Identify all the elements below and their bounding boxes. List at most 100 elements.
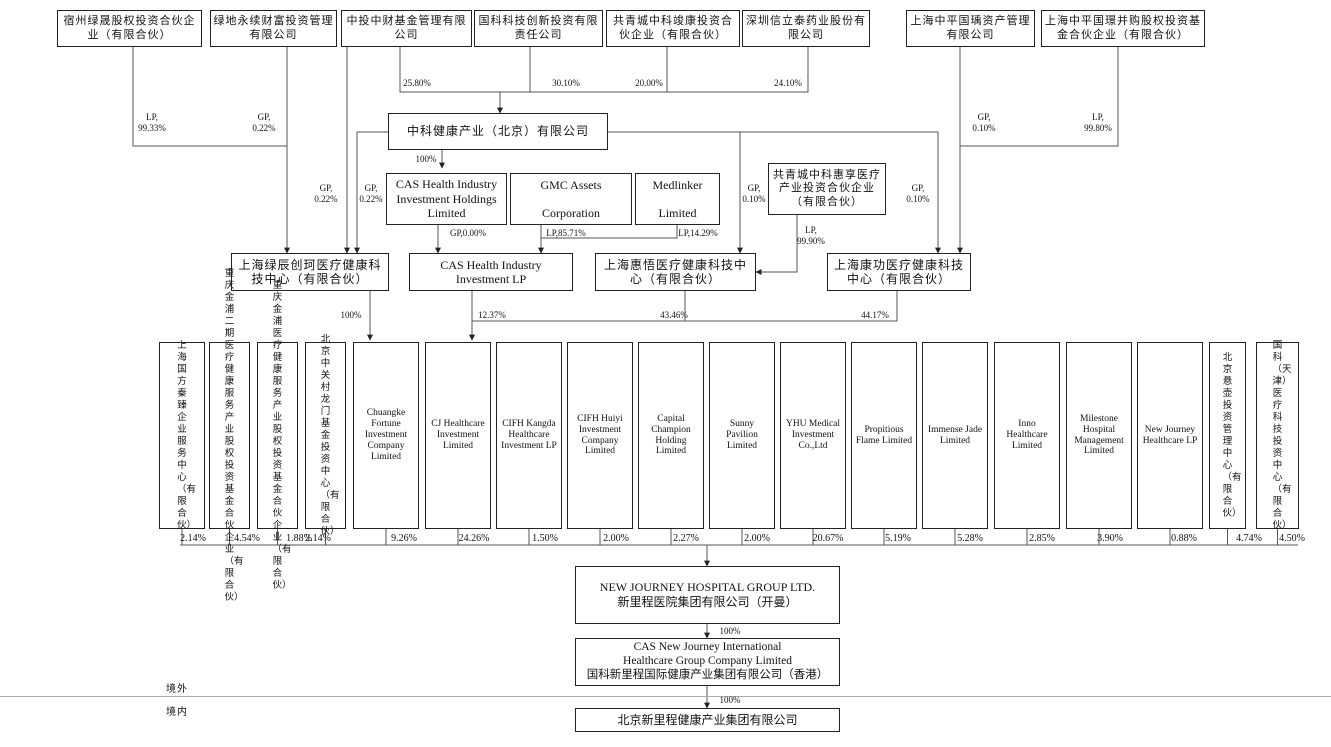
shareholder-name: Immense Jade Limited — [927, 424, 983, 446]
shareholder-name: Capital Champion Holding Limited — [651, 413, 691, 457]
shareholder-box: Propitious Flame Limited — [851, 342, 917, 529]
shanghai-lvchen-chuangke-box: 上海绿辰创珂医疗健康科技中心（有限合伙） — [231, 253, 389, 291]
new-journey-group-box: NEW JOURNEY HOSPITAL GROUP LTD. 新里程医院集团有… — [575, 566, 840, 624]
shareholder-box: Inno Healthcare Limited — [994, 342, 1060, 529]
shareholder-pct: 4.54% — [234, 533, 260, 544]
shareholder-box: 重庆金浦二期医疗健康服务产业股权投资基金合伙企业（有限合伙） — [209, 269, 250, 603]
edge-label-20-00: 20.00% — [635, 78, 663, 88]
shareholder-name: Chuangke Fortune Investment Company Limi… — [364, 408, 408, 462]
shareholder-name: Propitious Flame Limited — [855, 424, 913, 446]
gongqingcheng-junkang-box: 共青城中科竣康投资合伙企业（有限合伙） — [606, 10, 740, 47]
edge-label-lp-99-80: LP, 99.80% — [1084, 112, 1112, 134]
gongqingcheng-huixiang-label: 共青城中科惠享医疗产业投资合伙企业（有限合伙） — [773, 169, 881, 208]
beijing-new-journey-box: 北京新里程健康产业集团有限公司 — [575, 708, 840, 732]
zhongke-health-label: 中科健康产业（北京）有限公司 — [406, 124, 589, 139]
shareholder-pct: 4.50% — [1279, 533, 1305, 544]
cas-new-journey-intl-box: CAS New Journey International Healthcare… — [575, 638, 840, 686]
shanghai-zhongping-guoying-label: 上海中平国瑀资产管理有限公司 — [910, 15, 1031, 41]
shareholder-pct: 1.50% — [532, 533, 558, 544]
shareholder-name: Inno Healthcare Limited — [1006, 419, 1048, 451]
edge-label-gp-0-00: GP,0.00% — [449, 228, 487, 238]
shareholder-pct: 2.27% — [673, 533, 699, 544]
shareholder-box: Chuangke Fortune Investment Company Limi… — [353, 342, 419, 529]
edge-label-100-d: 100% — [719, 695, 741, 705]
suzhou-lvchen-box: 宿州绿晟股权投资合伙企业（有限合伙） — [57, 10, 202, 47]
gongqingcheng-huixiang-box: 共青城中科惠享医疗产业投资合伙企业（有限合伙） — [768, 163, 886, 215]
shareholder-box: CJ Healthcare Investment Limited — [425, 342, 491, 529]
suzhou-lvchen-label: 宿州绿晟股权投资合伙企业（有限合伙） — [63, 15, 196, 41]
shareholder-name: Sunny Pavilion Limited — [726, 419, 758, 451]
edge-label-gp-0-10-c: GP, 0.10% — [906, 183, 930, 205]
cas-health-lp-box: CAS Health Industry Investment LP — [409, 253, 573, 291]
shareholder-box: CIFH Huiyi Investment Company Limited — [567, 342, 633, 529]
shareholder-name: Milestone Hospital Management Limited — [1074, 413, 1124, 457]
shanghai-huiwu-box: 上海惠悟医疗健康科技中心（有限合伙） — [595, 253, 756, 291]
edge-label-100-c: 100% — [719, 626, 741, 636]
shareholder-pct: 2.14% — [180, 533, 206, 544]
shareholder-pct: 2.14% — [305, 533, 331, 544]
guoke-keji-label: 国科科技创新投资有限责任公司 — [478, 15, 599, 41]
edge-label-lp-85-71: LP,85.71% — [546, 228, 586, 238]
medlinker-box: Medlinker Limited — [635, 173, 720, 225]
region-label-onshore: 境内 — [166, 707, 188, 718]
shareholder-name: 上海国方秦臻企业服务中心（有限合伙） — [177, 340, 197, 531]
shareholder-name: YHU Medical Investment Co.,Ltd — [785, 419, 841, 451]
shareholder-box: 北京悬壶投资管理中心（有限合伙） — [1209, 342, 1246, 529]
shareholder-name: 北京悬壶投资管理中心（有限合伙） — [1222, 352, 1242, 519]
region-label-offshore: 境外 — [166, 684, 188, 695]
shareholder-name: 国科（天津）医疗科技投资中心（有限合伙） — [1272, 340, 1292, 531]
shareholder-name: CJ Healthcare Investment Limited — [431, 419, 485, 451]
offshore-onshore-divider — [0, 696, 1331, 697]
shanghai-zhongping-guohuan-label: 上海中平国璟并购股权投资基金合伙企业（有限合伙） — [1045, 15, 1201, 41]
shareholder-pct: 3.90% — [1097, 533, 1123, 544]
medlinker-label: Medlinker Limited — [652, 178, 703, 220]
shareholder-pct: 9.26% — [391, 533, 417, 544]
shareholder-pct: 24.26% — [458, 533, 490, 544]
zhongtou-zhongcai-label: 中投中财基金管理有限公司 — [346, 15, 467, 41]
edge-label-100-a: 100% — [415, 154, 437, 164]
cas-new-journey-intl-label: CAS New Journey International Healthcare… — [586, 641, 829, 681]
new-journey-group-label: NEW JOURNEY HOSPITAL GROUP LTD. 新里程医院集团有… — [599, 580, 816, 609]
shareholder-box: Immense Jade Limited — [922, 342, 988, 529]
shareholder-pct: 2.00% — [603, 533, 629, 544]
shareholder-name: New Journey Healthcare LP — [1142, 424, 1198, 446]
edge-label-25-80: 25.80% — [403, 78, 431, 88]
shareholder-box: Milestone Hospital Management Limited — [1066, 342, 1132, 529]
cas-health-holdings-label: CAS Health Industry Investment Holdings … — [395, 177, 498, 221]
cas-health-holdings-box: CAS Health Industry Investment Holdings … — [386, 173, 507, 225]
shareholder-pct: 1.88% — [286, 533, 312, 544]
edge-label-30-10: 30.10% — [552, 78, 580, 88]
shareholder-box: New Journey Healthcare LP — [1137, 342, 1203, 529]
edge-label-lp-14-29: LP,14.29% — [678, 228, 718, 238]
shenzhen-xinlitai-box: 深圳信立泰药业股份有限公司 — [742, 10, 870, 47]
shareholder-box: 国科（天津）医疗科技投资中心（有限合伙） — [1256, 340, 1299, 531]
shareholder-pct: 20.67% — [812, 533, 844, 544]
edge-label-gp-0-10-b: GP, 0.10% — [742, 183, 766, 205]
shanghai-kanggong-box: 上海康功医疗健康科技中心（有限合伙） — [827, 253, 971, 291]
gmc-assets-box: GMC Assets Corporation — [510, 173, 632, 225]
shenzhen-xinlitai-label: 深圳信立泰药业股份有限公司 — [746, 15, 866, 41]
cas-health-lp-label: CAS Health Industry Investment LP — [440, 257, 542, 286]
zhongtou-zhongcai-box: 中投中财基金管理有限公司 — [341, 10, 472, 47]
shanghai-zhongping-guohuan-box: 上海中平国璟并购股权投资基金合伙企业（有限合伙） — [1041, 10, 1205, 47]
shareholder-pct: 5.19% — [885, 533, 911, 544]
edge-label-12-37: 12.37% — [478, 310, 506, 320]
shanghai-zhongping-guoying-box: 上海中平国瑀资产管理有限公司 — [906, 10, 1035, 47]
shareholder-box: 北京中关村龙门基金投资中心（有限合伙） — [305, 335, 346, 537]
shareholder-box: Capital Champion Holding Limited — [638, 342, 704, 529]
edge-label-lp-99-33: LP, 99.33% — [138, 112, 166, 134]
edge-label-lp-99-90: LP, 99.90% — [797, 225, 825, 247]
shareholder-pct: 5.28% — [957, 533, 983, 544]
edge-label-gp-0-22-a: GP, 0.22% — [252, 112, 276, 134]
shareholder-pct: 2.00% — [744, 533, 770, 544]
shareholder-box: 上海国方秦臻企业服务中心（有限合伙） — [159, 340, 205, 531]
shareholder-box: 重庆金浦医疗健康服务产业股权投资基金合伙企业（有限合伙） — [257, 281, 298, 591]
shareholder-box: CIFH Kangda Healthcare Investment LP — [496, 342, 562, 529]
shareholder-box: YHU Medical Investment Co.,Ltd — [780, 342, 846, 529]
shareholder-pct: 0.88% — [1171, 533, 1197, 544]
guoke-keji-box: 国科科技创新投资有限责任公司 — [474, 10, 603, 47]
beijing-new-journey-label: 北京新里程健康产业集团有限公司 — [617, 712, 798, 727]
edge-label-44-17: 44.17% — [861, 310, 889, 320]
